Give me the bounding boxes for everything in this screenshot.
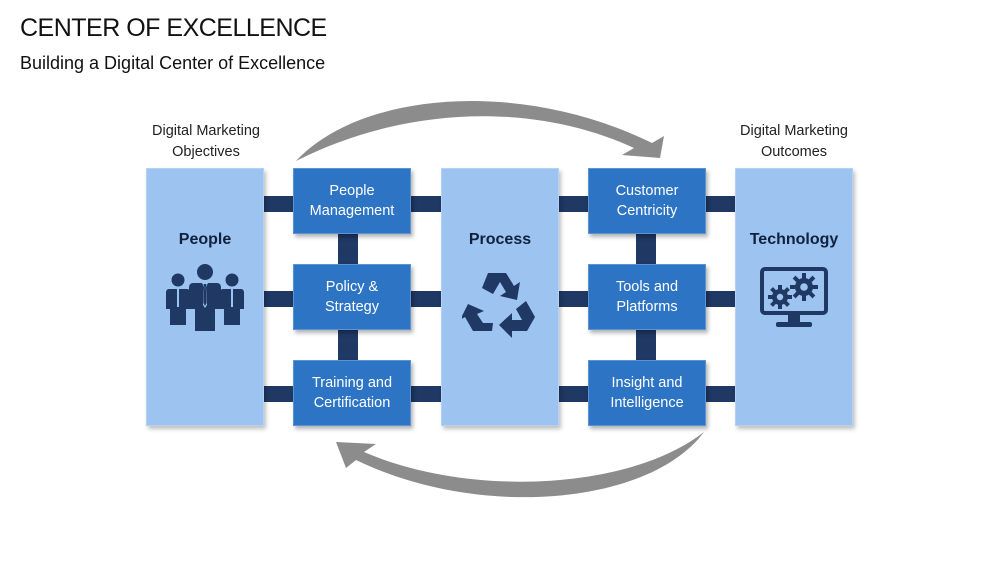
monitor-gears-icon xyxy=(758,265,830,336)
objectives-caption: Digital Marketing Objectives xyxy=(131,121,281,163)
pillar-technology: Technology xyxy=(735,168,853,426)
box-tools-platforms: Tools and Platforms xyxy=(588,264,706,330)
box-tools-platforms-line1: Tools and xyxy=(615,279,679,295)
pillar-process-label: Process xyxy=(468,231,532,248)
box-customer-centricity-line1: Customer xyxy=(615,183,679,199)
box-insight-intelligence: Insight and Intelligence xyxy=(588,360,706,426)
box-training-certification-line1: Training and xyxy=(311,375,393,391)
box-training-certification-line2: Certification xyxy=(313,395,391,411)
box-insight-intelligence-line1: Insight and xyxy=(611,375,683,391)
outcomes-caption-line1: Digital Marketing xyxy=(740,123,848,139)
objectives-caption-line2: Objectives xyxy=(172,144,240,160)
pillar-technology-label: Technology xyxy=(749,231,839,248)
people-group-icon xyxy=(165,263,245,338)
top-cycle-arrow xyxy=(296,101,664,161)
box-tools-platforms-line2: Platforms xyxy=(616,299,678,315)
box-insight-intelligence-line2: Intelligence xyxy=(610,395,684,411)
box-people-management-line2: Management xyxy=(309,203,395,219)
box-customer-centricity-line2: Centricity xyxy=(616,203,678,219)
outcomes-caption-line2: Outcomes xyxy=(760,144,828,160)
outcomes-caption: Digital Marketing Outcomes xyxy=(719,121,869,163)
pillar-process: Process xyxy=(441,168,559,426)
box-people-management-line1: People xyxy=(329,183,375,199)
page-title: CENTER OF EXCELLENCE xyxy=(20,14,327,42)
box-training-certification: Training and Certification xyxy=(293,360,411,426)
box-customer-centricity: Customer Centricity xyxy=(588,168,706,234)
box-people-management: People Management xyxy=(293,168,411,234)
box-policy-strategy: Policy & Strategy xyxy=(293,264,411,330)
page-subtitle: Building a Digital Center of Excellence xyxy=(20,53,326,73)
pillar-people: People xyxy=(146,168,264,426)
pillar-people-label: People xyxy=(178,231,232,248)
objectives-caption-line1: Digital Marketing xyxy=(152,123,260,139)
box-policy-strategy-line1: Policy & xyxy=(325,279,379,295)
bottom-cycle-arrow xyxy=(336,432,704,498)
recycle-icon xyxy=(460,267,538,348)
box-policy-strategy-line2: Strategy xyxy=(325,299,379,315)
